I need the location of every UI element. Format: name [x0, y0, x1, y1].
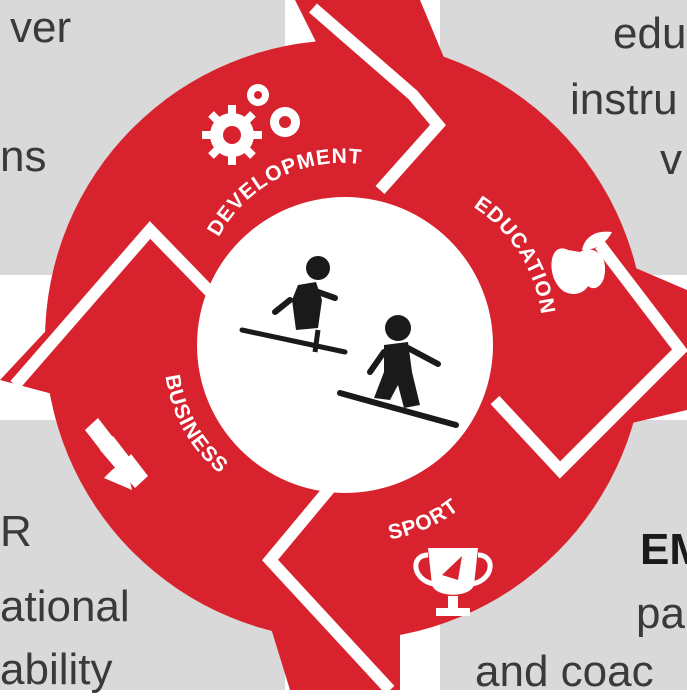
text-bottom-left-1: R — [0, 507, 32, 556]
text-top-right-3: v — [660, 135, 682, 184]
text-top-left-2: ns — [0, 132, 47, 181]
arrow-top — [295, 0, 470, 194]
text-bottom-right-3: and coac — [475, 647, 654, 696]
text-bottom-left-3: ability — [0, 645, 113, 694]
arrow-left — [0, 221, 223, 420]
gears-icon — [202, 84, 300, 165]
text-bottom-right-2: pa — [636, 589, 685, 638]
bar-chart-arrow-icon — [85, 418, 148, 490]
sit-ski-icon — [239, 256, 348, 355]
apple-icon — [551, 231, 612, 295]
snowboarder-icon — [337, 315, 459, 428]
text-bottom-right-1: EM — [640, 525, 687, 574]
arrow-bottom — [250, 484, 400, 690]
hub-circle — [197, 197, 493, 493]
text-bottom-left-2: ational — [0, 582, 130, 631]
arrow-right — [490, 240, 687, 479]
text-top-right-1: edu — [613, 9, 687, 58]
text-top-right-2: instru — [570, 75, 678, 124]
trophy-icon — [413, 548, 493, 616]
text-top-left-1: ver — [10, 3, 72, 52]
